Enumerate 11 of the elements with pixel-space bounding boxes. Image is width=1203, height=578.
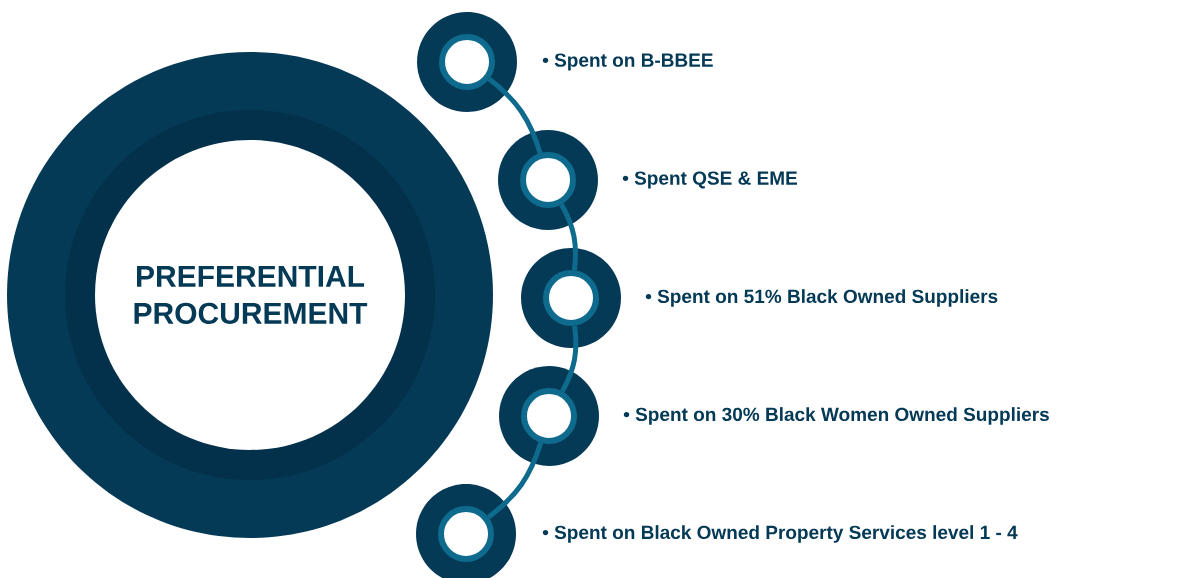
connector-line — [487, 77, 543, 154]
connector-line — [486, 441, 544, 520]
step-circle — [498, 130, 598, 230]
bullet-item: • Spent QSE & EME — [622, 171, 797, 189]
bullet-item: • Spent on B-BBEE — [542, 53, 713, 71]
bullet-item: • Spent on 30% Black Women Owned Suppliers — [623, 407, 1049, 425]
bullet-item: • Spent on 51% Black Owned Suppliers — [645, 289, 998, 307]
step-circle — [417, 12, 517, 112]
step-circle — [499, 366, 599, 466]
bullet-item: • Spent on Black Owned Property Services level 1 - 4 — [542, 525, 1018, 543]
step-circle — [521, 248, 621, 348]
